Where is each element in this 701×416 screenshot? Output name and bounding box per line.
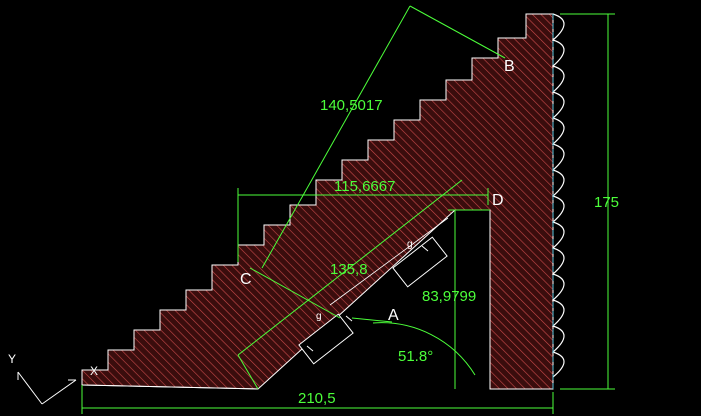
- dimension-ticks: [306, 245, 429, 352]
- point-label-c: C: [240, 271, 252, 288]
- dim-83-9799: 83,9799: [422, 288, 476, 305]
- rebar-tag-2: g: [316, 311, 322, 322]
- rebar-group-1: [392, 236, 448, 288]
- dim-115-6667: 115,6667: [334, 178, 395, 195]
- ucs-icon: [17, 371, 77, 405]
- dim-210-5: 210,5: [298, 390, 336, 407]
- point-label-d: D: [492, 192, 504, 209]
- stair-inner-edge: [81, 384, 259, 390]
- dim-175: 175: [594, 194, 619, 211]
- break-line: [551, 13, 565, 378]
- dim-140-5017: 140,5017: [320, 97, 383, 114]
- rebar-group-2: [298, 313, 354, 365]
- stair-body: [81, 13, 554, 390]
- rebar-axis: [329, 217, 449, 306]
- dim-135-8: 135,8: [330, 261, 368, 278]
- point-label-a: A: [388, 307, 399, 324]
- point-label-b: B: [504, 58, 515, 75]
- ucs-x-label: X: [90, 364, 98, 378]
- dim-angle: 51.8°: [398, 348, 433, 365]
- dimension-lines: [81, 5, 615, 414]
- rebar-tag-1: g: [407, 239, 413, 250]
- ucs-y-label: Y: [8, 352, 16, 366]
